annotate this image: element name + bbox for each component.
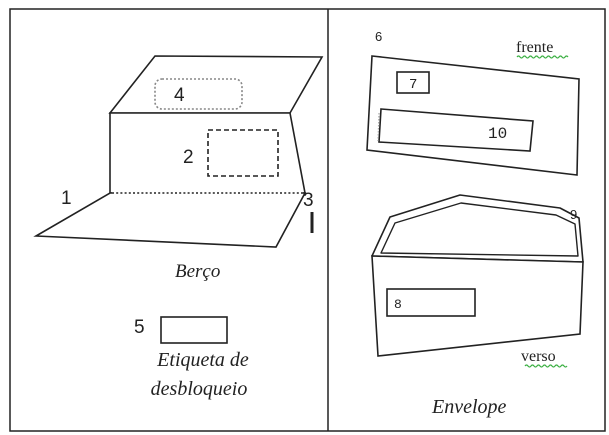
cradle-slot-2 (207, 129, 279, 177)
envelope-back-body (371, 255, 584, 357)
envelope-caption: Envelope (431, 396, 507, 418)
callout-6: 6 (375, 29, 382, 44)
cradle-top (108, 55, 324, 114)
callout-9: 9 (570, 207, 577, 222)
envelope-back-box-8 (386, 288, 476, 317)
unlock-label-box (160, 316, 228, 344)
unlock-label-caption-line1: Etiqueta de (156, 349, 249, 371)
callout-5: 5 (134, 317, 145, 338)
envelope-front-box-7 (396, 71, 430, 94)
unlock-label-caption-line2: desbloqueio (151, 378, 248, 400)
cradle-drawing (33, 55, 324, 248)
envelope-front-label: frente (516, 39, 553, 56)
callout-2: 2 (183, 147, 194, 168)
envelope-front-box-10-label: 10 (488, 125, 507, 143)
envelope-front-box-7-label: 7 (409, 77, 417, 93)
callout-3: 3 (303, 190, 314, 211)
spellcheck-underline-front (516, 55, 569, 59)
callout-4: 4 (174, 85, 185, 106)
envelope-back-label: verso (521, 348, 556, 365)
callout-1: 1 (61, 188, 72, 209)
cradle-caption: Berço (175, 261, 220, 282)
spellcheck-underline-back (524, 364, 568, 368)
envelope-back (371, 194, 584, 357)
cradle-slot-4 (154, 78, 243, 110)
figure-frame (9, 8, 606, 432)
envelope-back-box-8-label: 8 (394, 297, 402, 312)
cradle-base (33, 192, 307, 248)
envelope-front-box-10 (378, 108, 534, 152)
